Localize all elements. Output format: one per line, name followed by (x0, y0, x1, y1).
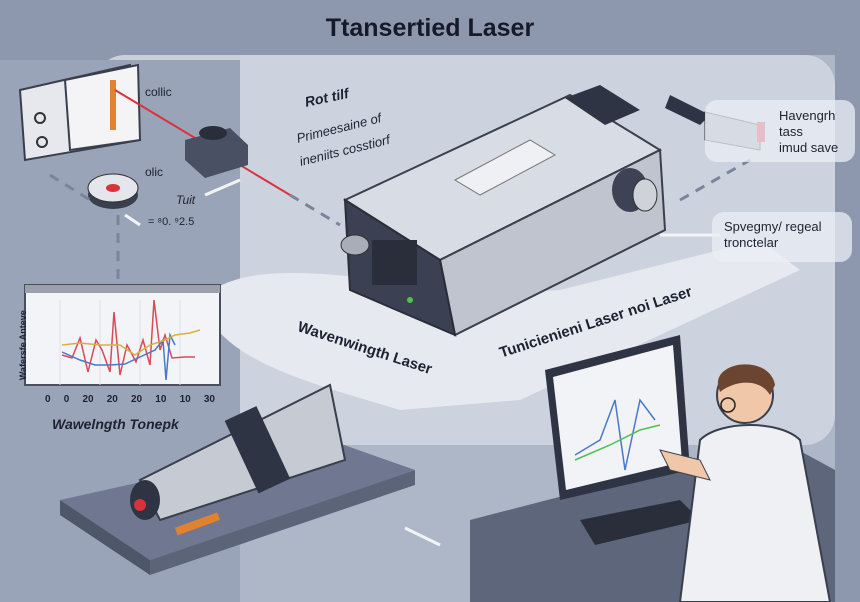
label-havengrh: Havengrh tass imud save (779, 108, 838, 156)
label-line: Spvegmy/ regeal (724, 219, 822, 234)
label-line: tronctelar (724, 235, 779, 250)
keyboard (580, 500, 700, 545)
label-line: Havengrh (779, 108, 836, 123)
page-title: Ttansertied Laser (325, 14, 535, 42)
label-card-spvegmy (712, 212, 852, 262)
label-collic-top: collic (145, 85, 172, 99)
lens-disk (87, 173, 139, 209)
label-line: imud save (779, 140, 839, 155)
x-tick: 0 (45, 394, 51, 405)
label-wavelength-tonepk: Wawelngth Tonepk (52, 416, 179, 432)
label-tuit-value: = ⁸0. ⁹2.5 (148, 216, 195, 228)
label-line: tass (779, 124, 803, 139)
label-card-havengrh (705, 100, 855, 162)
optical-table (60, 440, 415, 560)
laser-unit (340, 85, 667, 337)
wavemeter-device (18, 63, 142, 162)
x-tick: 20 (131, 394, 143, 405)
label-spvegmy: Spvegmy/ regeal tronctelar (724, 219, 822, 251)
series-blue (61, 332, 176, 381)
x-tick: 20 (106, 394, 118, 405)
monitor (545, 335, 700, 545)
x-tick: 20 (82, 394, 94, 405)
chart-xticks: 0 0 20 20 20 10 10 30 (45, 394, 215, 406)
series-red (61, 299, 195, 376)
x-tick: 10 (155, 394, 167, 405)
x-tick: 0 (63, 394, 70, 405)
label-collic-mid: olic (145, 165, 164, 179)
wavelength-chart (24, 284, 221, 386)
camera-lens (130, 383, 347, 536)
x-tick: 30 (203, 394, 215, 405)
x-tick: 10 (179, 394, 191, 405)
series-yellow (61, 329, 201, 356)
scientist (659, 364, 832, 602)
filter-component (185, 126, 248, 178)
label-tuit: Tuit (176, 193, 196, 207)
chart-ylabel: Wafersfe Anteve (17, 310, 28, 381)
